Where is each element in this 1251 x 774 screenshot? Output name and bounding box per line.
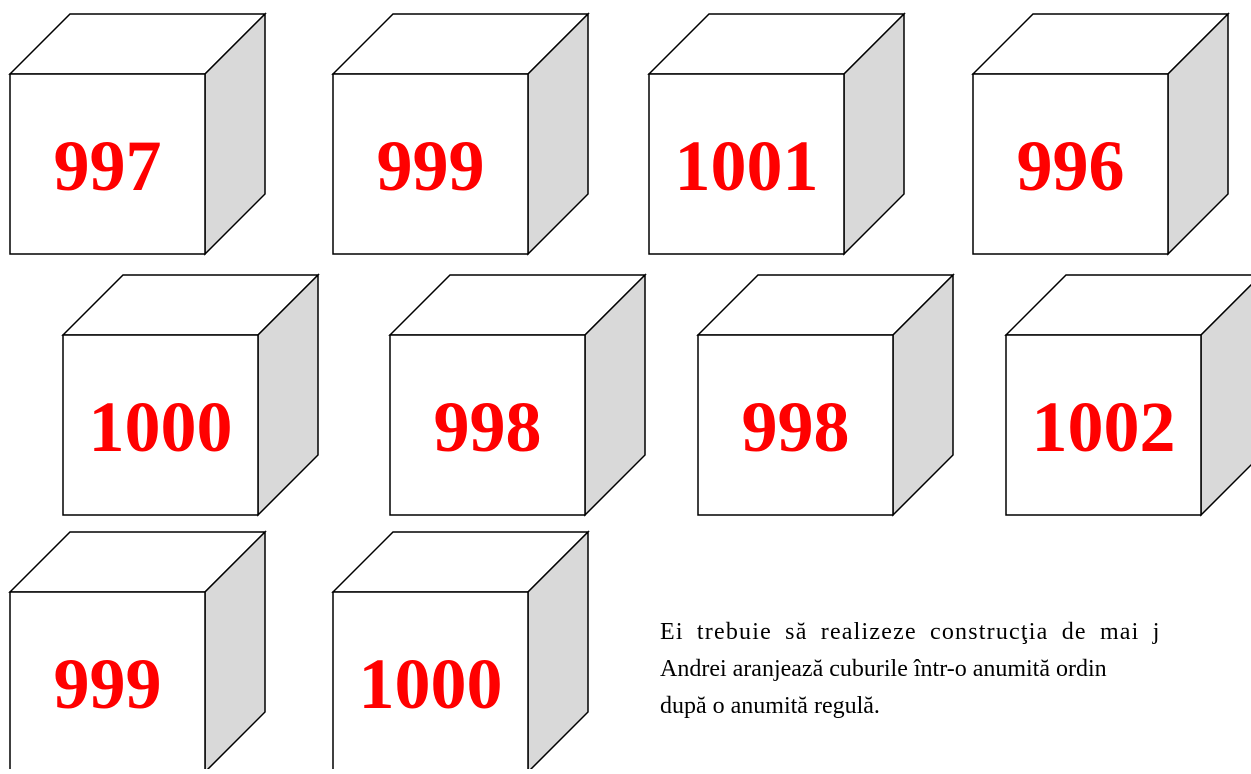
cube-number: 998	[434, 387, 542, 467]
instructions-line-2: Andrei aranjează cuburile într-o anumită…	[660, 651, 1251, 688]
cube-number: 999	[377, 126, 485, 206]
cube-number: 999	[54, 644, 162, 724]
cube: 1000	[333, 532, 588, 769]
cube: 998	[698, 275, 953, 515]
cube-number: 1000	[359, 644, 503, 724]
instructions-paragraph: Ei trebuie să realizeze construcţia de m…	[660, 614, 1251, 725]
cube: 999	[10, 532, 265, 769]
cube: 997	[10, 14, 265, 254]
cube: 1002	[1006, 275, 1251, 515]
cube-number: 1000	[89, 387, 233, 467]
cube-number: 1002	[1032, 387, 1176, 467]
cube-number: 1001	[675, 126, 819, 206]
cube: 998	[390, 275, 645, 515]
instructions-line-1: Ei trebuie să realizeze construcţia de m…	[660, 614, 1251, 651]
cube: 1000	[63, 275, 318, 515]
instructions-line-3: după o anumită regulă.	[660, 688, 1251, 725]
cube: 996	[973, 14, 1228, 254]
cube-number: 998	[742, 387, 850, 467]
cube: 999	[333, 14, 588, 254]
cube-number: 997	[54, 126, 162, 206]
cube: 1001	[649, 14, 904, 254]
cube-number: 996	[1017, 126, 1125, 206]
